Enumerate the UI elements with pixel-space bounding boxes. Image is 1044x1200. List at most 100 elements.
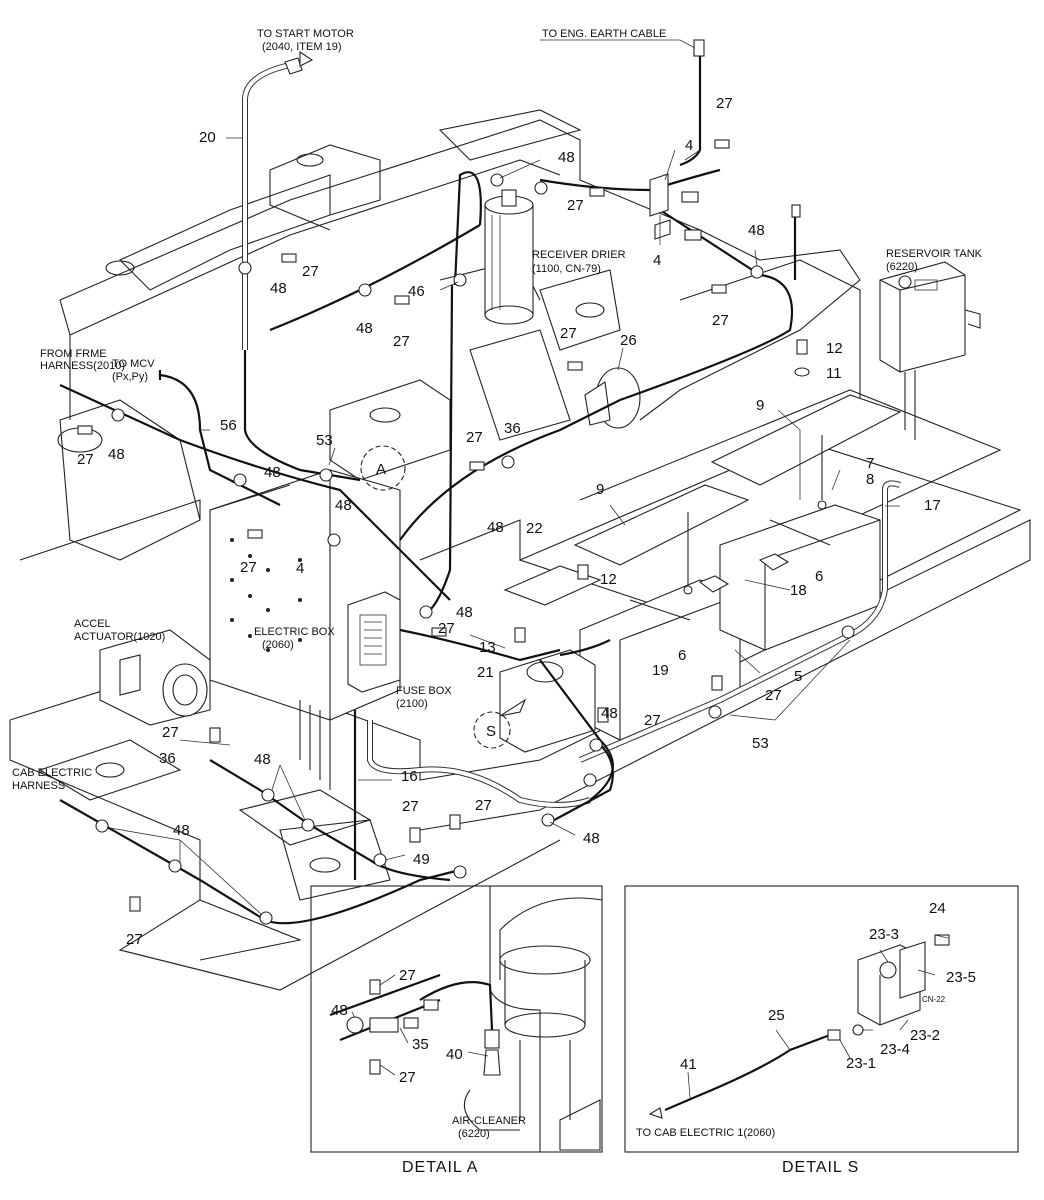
callout-48: 48 <box>331 1002 348 1019</box>
fuse-box-label: FUSE BOX <box>396 685 452 697</box>
callout-40: 40 <box>446 1046 463 1063</box>
detail-s-marker: S <box>486 723 496 740</box>
battery-area <box>503 394 902 741</box>
callout-27: 27 <box>644 712 661 729</box>
callout-48: 48 <box>335 497 352 514</box>
callout-13: 13 <box>479 639 496 656</box>
detail-s-panel <box>624 885 1019 1153</box>
magnetic-switch <box>499 649 596 753</box>
callout-48: 48 <box>583 830 600 847</box>
callout-27: 27 <box>716 95 733 112</box>
to-mcv-ref: (Px,Py) <box>112 371 148 383</box>
accel-actuator-label: ACCEL <box>74 618 111 630</box>
callout-48: 48 <box>254 751 271 768</box>
callout-9: 9 <box>596 481 604 498</box>
callout-27: 27 <box>399 967 416 984</box>
callout-17: 17 <box>924 497 941 514</box>
reservoir-tank-label: RESERVOIR TANK <box>886 248 983 260</box>
callout-48: 48 <box>356 320 373 337</box>
lower-frame-structure <box>9 389 1031 991</box>
upper-frame-structure <box>19 109 861 561</box>
callout-53: 53 <box>752 735 769 752</box>
leader-lines <box>109 39 900 916</box>
callout-19: 19 <box>652 662 669 679</box>
callout-48: 48 <box>264 464 281 481</box>
callout-20: 20 <box>199 129 216 146</box>
fuse-box-ref: (2100) <box>396 698 428 710</box>
reservoir-tank-ref: (6220) <box>886 261 918 273</box>
callout-48: 48 <box>108 446 125 463</box>
callout-12: 12 <box>600 571 617 588</box>
callout-23-5: 23-5 <box>946 969 976 986</box>
to-cab-electric-label: TO CAB ELECTRIC 1(2060) <box>636 1127 775 1139</box>
receiver-drier-label: RECEIVER DRIER <box>532 249 626 261</box>
detail-markers <box>360 445 527 749</box>
clamp-symbols <box>95 173 855 925</box>
electric-box-label: ELECTRIC BOX <box>254 626 335 638</box>
to-eng-earth-label: TO ENG. EARTH CABLE <box>542 28 666 40</box>
part-callouts: 20 27 4 48 27 4 48 27 27 48 46 48 27 27 … <box>77 95 976 1086</box>
annotation-texts: TO START MOTOR (2040, ITEM 19) TO ENG. E… <box>12 28 983 1176</box>
callout-6: 6 <box>815 568 823 585</box>
callout-48: 48 <box>173 822 190 839</box>
accel-actuator-ref: ACTUATOR(1020) <box>74 631 165 643</box>
detail-a-caption: DETAIL A <box>402 1159 478 1176</box>
horn <box>584 367 641 429</box>
callout-23-1: 23-1 <box>846 1055 876 1072</box>
callout-25: 25 <box>768 1007 785 1024</box>
callout-27: 27 <box>438 620 455 637</box>
callout-35: 35 <box>412 1036 429 1053</box>
callout-27: 27 <box>402 798 419 815</box>
electric-box-ref: (2060) <box>262 639 294 651</box>
callout-27: 27 <box>162 724 179 741</box>
callout-27: 27 <box>240 559 257 576</box>
earth-cable-connectors <box>284 39 705 241</box>
callout-23-4: 23-4 <box>880 1041 910 1058</box>
callout-48: 48 <box>748 222 765 239</box>
from-frme-label-1: FROM FRME <box>40 348 107 360</box>
callout-27: 27 <box>77 451 94 468</box>
cab-harness-label-1: CAB ELECTRIC <box>12 767 92 779</box>
callout-27: 27 <box>126 931 143 948</box>
callout-49: 49 <box>413 851 430 868</box>
accel-actuator <box>99 629 211 726</box>
callout-27: 27 <box>475 797 492 814</box>
callout-24: 24 <box>929 900 946 917</box>
callout-48: 48 <box>558 149 575 166</box>
receiver-drier-ref: (1100, CN-79) <box>532 263 601 275</box>
callout-36: 36 <box>504 420 521 437</box>
callout-27: 27 <box>466 429 483 446</box>
from-frme-label-2: HARNESS(2010) <box>40 360 125 372</box>
detail-a-marker: A <box>376 461 386 478</box>
fuse-box <box>347 591 401 693</box>
callout-4: 4 <box>653 252 661 269</box>
callout-56: 56 <box>220 417 237 434</box>
reservoir-tank <box>879 261 981 440</box>
callout-53: 53 <box>316 432 333 449</box>
cn22-label: CN-22 <box>922 995 946 1004</box>
callout-27: 27 <box>560 325 577 342</box>
callout-27: 27 <box>712 312 729 329</box>
callout-48: 48 <box>487 519 504 536</box>
to-start-motor-label: TO START MOTOR <box>257 28 354 40</box>
receiver-drier <box>484 189 534 325</box>
callout-27: 27 <box>765 687 782 704</box>
callout-16: 16 <box>401 768 418 785</box>
detail-s-caption: DETAIL S <box>782 1159 859 1176</box>
air-cleaner-label: AIR-CLEANER <box>452 1115 526 1127</box>
callout-23-2: 23-2 <box>910 1027 940 1044</box>
callout-9: 9 <box>756 397 764 414</box>
callout-4: 4 <box>296 560 304 577</box>
callout-27: 27 <box>393 333 410 350</box>
bolt-symbols <box>77 139 810 912</box>
callout-12: 12 <box>826 340 843 357</box>
air-cleaner-ref: (6220) <box>458 1128 490 1140</box>
callout-27: 27 <box>302 263 319 280</box>
callout-4: 4 <box>685 137 693 154</box>
to-mcv-label: TO MCV <box>112 358 155 370</box>
callout-8: 8 <box>866 471 874 488</box>
detail-a-panel <box>310 885 603 1153</box>
callout-7: 7 <box>866 455 874 472</box>
